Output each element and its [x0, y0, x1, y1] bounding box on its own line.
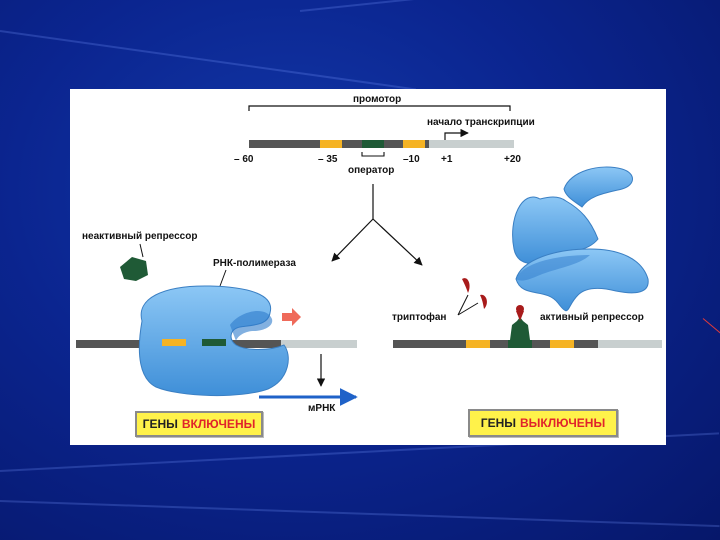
- inactive-repressor-leader: [140, 244, 143, 257]
- genes-off-word2: ВЫКЛЮЧЕНЫ: [520, 416, 605, 430]
- rna-polymerase-leader: [220, 270, 226, 286]
- tryptophan-molecule-1: [462, 278, 470, 293]
- tick-plus1: +1: [441, 154, 453, 165]
- tryptophan-leader: [458, 295, 478, 315]
- operator-label: оператор: [348, 165, 394, 176]
- promoter-bracket: [249, 106, 510, 111]
- split-arrow-right: [373, 219, 422, 265]
- background-streak: [300, 0, 718, 12]
- genes-off-word1: ГЕНЫ: [481, 416, 516, 430]
- promoter-box-left-1: [162, 339, 186, 346]
- promoter-label: промотор: [353, 94, 401, 105]
- rna-polymerase-label: РНК-полимераза: [213, 258, 296, 269]
- background-streak: [0, 30, 416, 90]
- tick-minus10: –10: [403, 154, 420, 165]
- tick-minus60: – 60: [234, 154, 254, 165]
- genes-off-box: ГЕНЫ ВЫКЛЮЧЕНЫ: [468, 409, 618, 437]
- mrna-label: мРНК: [308, 403, 336, 414]
- active-repressor-label: активный репрессор: [540, 312, 644, 323]
- genes-on-box: ГЕНЫ ВКЛЮЧЕНЫ: [135, 411, 263, 437]
- tick-plus20: +20: [504, 154, 521, 165]
- promoter-box-right-2: [550, 340, 574, 348]
- background-red-streak: [703, 318, 720, 334]
- dna-right: [393, 340, 662, 348]
- operator-box-right: [508, 340, 532, 348]
- large-repressor-shape: [513, 167, 649, 311]
- operator-box: [362, 140, 384, 148]
- operator-bracket: [362, 152, 384, 156]
- operon-diagram: промотор начало транскрипции – 60 – 35 –…: [70, 89, 666, 445]
- genes-on-word1: ГЕНЫ: [143, 417, 178, 431]
- tryptophan-label: триптофан: [392, 311, 446, 323]
- background-streak: [0, 500, 720, 527]
- movement-arrow: [282, 308, 301, 326]
- promoter-box-right-1: [466, 340, 490, 348]
- transcription-start-label: начало транскрипции: [427, 117, 535, 128]
- tryptophan-molecule-2: [480, 295, 487, 309]
- inactive-repressor-shape: [120, 257, 148, 281]
- split-arrow-left: [332, 219, 373, 261]
- operon-diagram-svg: промотор начало транскрипции – 60 – 35 –…: [70, 89, 666, 445]
- operator-box-left: [202, 339, 226, 346]
- tick-minus35: – 35: [318, 154, 338, 165]
- genes-on-word2: ВКЛЮЧЕНЫ: [182, 417, 255, 431]
- inactive-repressor-label: неактивный репрессор: [82, 231, 197, 242]
- promoter-box-35: [320, 140, 342, 148]
- promoter-box-10: [403, 140, 425, 148]
- dna-top: [249, 140, 514, 148]
- transcription-start-arrow: [445, 133, 468, 141]
